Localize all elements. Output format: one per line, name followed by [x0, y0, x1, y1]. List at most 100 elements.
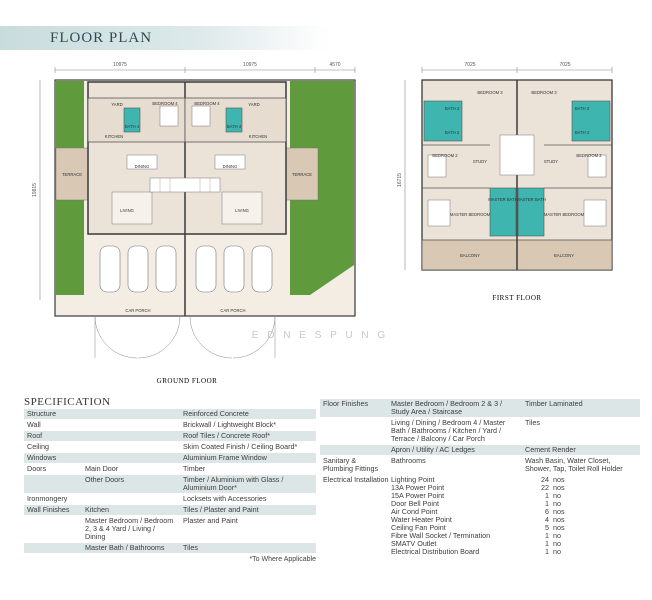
- electrical-item: Door Bell Point 1 no: [391, 500, 631, 508]
- spec-sub: Other Doors: [82, 475, 180, 493]
- spec-label: Structure: [24, 409, 82, 419]
- page-title: FLOOR PLAN: [50, 30, 153, 46]
- spec-sub: Main Door: [82, 464, 180, 474]
- spec-label: [24, 516, 82, 542]
- spec-label: [320, 445, 388, 455]
- title-banner: [0, 26, 330, 50]
- spec-label: Windows: [24, 453, 82, 463]
- first-floor-caption: FIRST FLOOR: [492, 294, 541, 302]
- electrical-item-name: SMATV Outlet: [391, 539, 437, 548]
- spec-label: Roof: [24, 431, 82, 441]
- spec-sub: Master Bedroom / Bedroom 2, 3 & 4 Yard /…: [82, 516, 180, 542]
- electrical-item-qty: 22: [541, 483, 549, 492]
- electrical-item-unit: nos: [553, 523, 565, 532]
- electrical-item-name: Door Bell Point: [391, 499, 439, 508]
- electrical-item-qty: 24: [541, 475, 549, 484]
- spec-row: Living / Dining / Bedroom 4 / Master Bat…: [320, 418, 640, 444]
- ff-bedroom2-left: BEDROOM 2: [432, 153, 458, 158]
- electrical-item-unit: no: [553, 531, 561, 540]
- ff-bath2-left: BATH 2: [445, 130, 460, 135]
- electrical-item-name: Electrical Distribution Board: [391, 547, 480, 556]
- ff-bedroom3-right: BEDROOM 3: [531, 90, 557, 95]
- electrical-item-qty: 1: [545, 499, 549, 508]
- electrical-item-qty: 1: [545, 539, 549, 548]
- watermark: E D N E S P U N G: [252, 330, 388, 341]
- gf-dining-right: DINING: [223, 164, 238, 169]
- electrical-item-unit: nos: [553, 483, 565, 492]
- ground-floor-plan: 10975 10975 4570 19815: [32, 62, 356, 385]
- spec-value: Timber / Aluminium with Glass / Aluminiu…: [180, 475, 316, 493]
- electrical-item-unit: no: [553, 547, 561, 556]
- spec-value: Roof Tiles / Concrete Roof*: [180, 431, 316, 441]
- ff-master-bedroom-left: MASTER BEDROOM: [450, 212, 491, 217]
- spec-row: Windows Aluminium Frame Window: [24, 453, 316, 463]
- spec-sub: Bathrooms: [388, 456, 522, 474]
- spec-sub: [82, 409, 180, 419]
- electrical-item-qty: 1: [545, 531, 549, 540]
- dim-left-width: 10975: [113, 62, 127, 68]
- spec-value: Cement Render: [522, 445, 640, 455]
- gf-bedroom4-left: BEDROOM 4: [152, 101, 178, 106]
- spec-label: [24, 475, 82, 493]
- ff-bath2-right: BATH 2: [575, 130, 590, 135]
- electrical-item: 13A Power Point 22 nos: [391, 484, 631, 492]
- ff-master-bath-left: MASTER BATH: [488, 197, 517, 202]
- spec-sub: [82, 431, 180, 441]
- electrical-item-name: Water Heater Point: [391, 515, 452, 524]
- spec-sub: Master Bedroom / Bedroom 2 & 3 / Study A…: [388, 399, 522, 417]
- spec-value: Reinforced Concrete: [180, 409, 316, 419]
- dim-mid-width: 10975: [243, 62, 257, 68]
- gf-terrace-right: TERRACE: [292, 172, 312, 177]
- gf-yard-right: YARD: [248, 102, 259, 107]
- ff-balcony-right: BALCONY: [554, 253, 574, 258]
- ff-dim-depth: 16715: [397, 173, 403, 187]
- spec-value: Tiles / Plaster and Paint: [180, 505, 316, 515]
- specification-heading: SPECIFICATION: [24, 396, 111, 408]
- spec-value: Timber: [180, 464, 316, 474]
- spec-row: Ironmongery Locksets with Accessories: [24, 494, 316, 504]
- spec-row: Roof Roof Tiles / Concrete Roof*: [24, 431, 316, 441]
- spec-label: Floor Finishes: [320, 399, 388, 417]
- spec-label: Wall Finishes: [24, 505, 82, 515]
- spec-row: Structure Reinforced Concrete: [24, 409, 316, 419]
- spec-label: Wall: [24, 420, 82, 430]
- gf-dining-left: DINING: [135, 164, 150, 169]
- spec-value: Skim Coated Finish / Ceiling Board*: [180, 442, 316, 452]
- electrical-item-name: 13A Power Point: [391, 483, 445, 492]
- electrical-label: Electrical Installation: [323, 475, 389, 484]
- ff-study-right: STUDY: [544, 159, 558, 164]
- gf-yard-left: YARD: [111, 102, 122, 107]
- ff-bedroom3-left: BEDROOM 3: [477, 90, 503, 95]
- electrical-item-unit: no: [553, 499, 561, 508]
- spec-value: Aluminium Frame Window: [180, 453, 316, 463]
- spec-label: [24, 543, 82, 553]
- spec-value: Locksets with Accessories: [180, 494, 316, 504]
- electrical-item-qty: 1: [545, 491, 549, 500]
- gf-kitchen-right: KITCHEN: [249, 134, 267, 139]
- electrical-item-name: 15A Power Point: [391, 491, 445, 500]
- spec-value: Timber Laminated: [522, 399, 640, 417]
- spec-sub: Master Bath / Bathrooms: [82, 543, 180, 553]
- spec-label: Ironmongery: [24, 494, 82, 504]
- gf-bath4-right: BATH 4: [227, 124, 242, 129]
- ff-master-bath-right: MASTER BATH: [516, 197, 545, 202]
- spec-label: Sanitary & Plumbing Fittings: [320, 456, 388, 474]
- dim-depth: 19815: [32, 183, 38, 197]
- electrical-item-unit: nos: [553, 475, 565, 484]
- electrical-item-unit: nos: [553, 515, 565, 524]
- electrical-item-name: Ceiling Fan Point: [391, 523, 446, 532]
- spec-sub: Kitchen: [82, 505, 180, 515]
- spec-sub: [82, 494, 180, 504]
- spec-label: [320, 418, 388, 444]
- electrical-item-name: Air Cond Point: [391, 507, 438, 516]
